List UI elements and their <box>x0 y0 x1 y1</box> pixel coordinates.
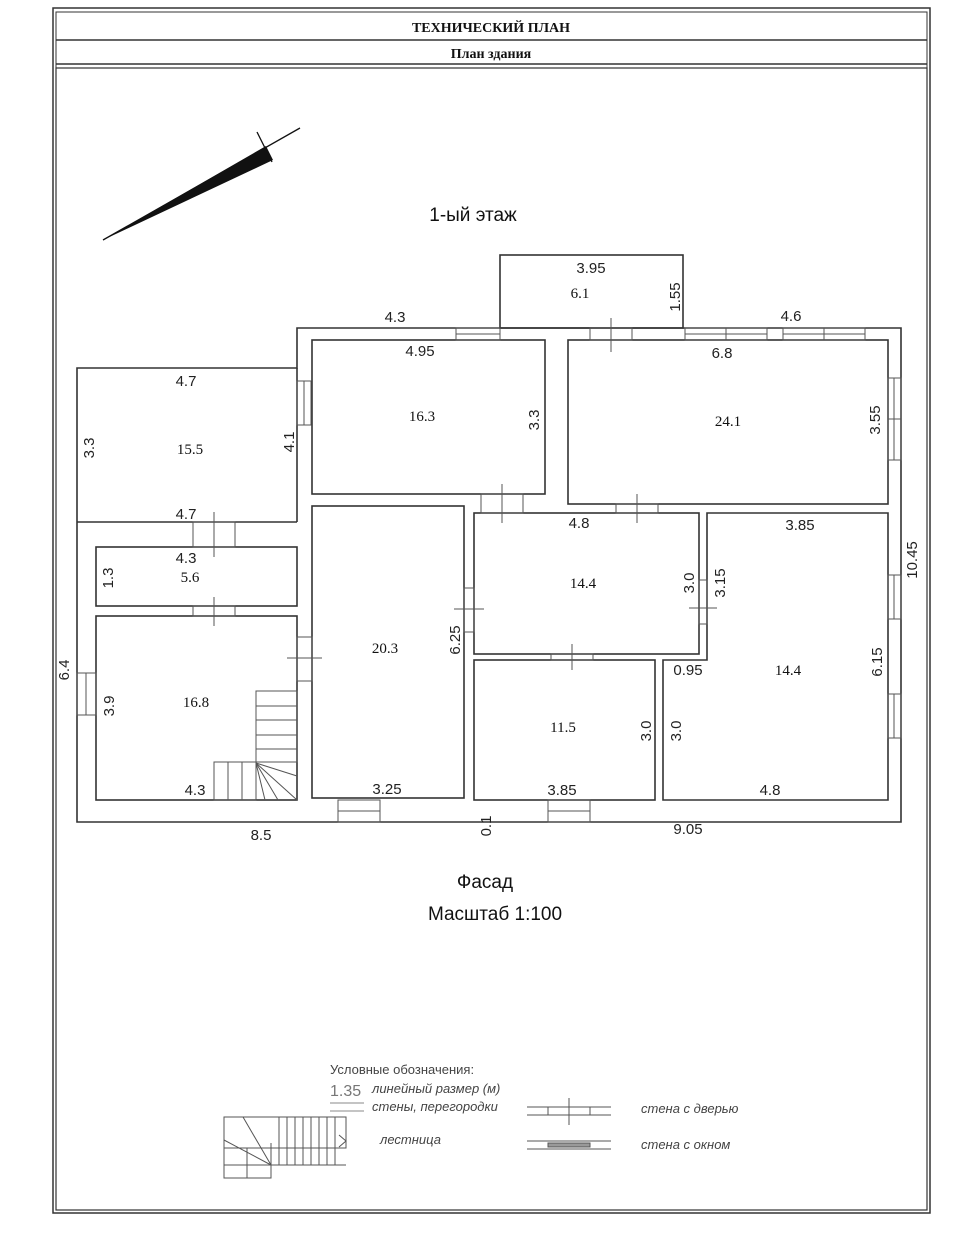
facade-label: Фасад <box>457 872 513 893</box>
legend-wall-window: стена с окном <box>641 1137 730 1152</box>
dimension: 3.0 <box>681 573 698 594</box>
dimension: 3.9 <box>101 696 118 717</box>
dimension: 3.15 <box>712 568 729 597</box>
room-area: 14.4 <box>775 663 802 679</box>
legend-linear-size: линейный размер (м) <box>371 1081 500 1096</box>
dimension: 4.3 <box>385 309 406 326</box>
dimension: 3.85 <box>547 782 576 799</box>
floor-label: 1-ый этаж <box>429 205 517 226</box>
drawing-frame <box>55 67 928 1211</box>
dimension: 6.4 <box>56 660 73 681</box>
room-area: 24.1 <box>715 414 741 430</box>
dimension-labels: 3.95 1.55 4.3 4.6 4.95 6.8 4.7 3.3 3.55 … <box>56 260 921 844</box>
north-arrow-icon <box>102 127 301 241</box>
document-subtitle: План здания <box>451 47 532 62</box>
dimension: 6.8 <box>712 345 733 362</box>
window-icon <box>76 327 902 823</box>
door-icon <box>192 318 717 682</box>
room-area: 16.3 <box>409 409 435 425</box>
room-area: 5.6 <box>181 570 200 586</box>
legend-stairs: лестница <box>379 1132 441 1147</box>
legend-title: Условные обозначения: <box>330 1062 474 1077</box>
dimension: 3.85 <box>785 517 814 534</box>
room-area: 11.5 <box>550 720 576 736</box>
dimension: 3.25 <box>372 781 401 798</box>
dimension: 4.6 <box>781 308 802 325</box>
dimension: 3.3 <box>81 438 98 459</box>
outer-frame <box>52 7 931 1214</box>
dimension: 4.8 <box>760 782 781 799</box>
legend-walls: стены, перегородки <box>372 1099 498 1114</box>
dimension: 1.3 <box>100 568 117 589</box>
room-area: 6.1 <box>571 286 590 302</box>
legend: Условные обозначения: 1.35 линейный разм… <box>223 1062 739 1179</box>
wall-door-legend-icon <box>527 1098 611 1125</box>
dimension: 4.7 <box>176 373 197 390</box>
dimension: 4.95 <box>405 343 434 360</box>
dimension: 0.95 <box>673 662 702 679</box>
staircase-icon <box>213 690 298 801</box>
dimension: 1.55 <box>667 282 684 311</box>
legend-wall-door: стена с дверью <box>641 1101 739 1116</box>
room-area: 14.4 <box>570 576 597 592</box>
room-area: 15.5 <box>177 442 203 458</box>
exterior-wall <box>76 327 902 823</box>
room-area: 16.8 <box>183 695 209 711</box>
floor-plan <box>76 254 902 823</box>
dimension: 0.1 <box>478 816 495 837</box>
dimension: 3.3 <box>526 410 543 431</box>
dimension: 3.95 <box>576 260 605 277</box>
stairs-legend-icon <box>223 1116 347 1179</box>
room-area: 20.3 <box>372 641 398 657</box>
dimension: 3.0 <box>668 721 685 742</box>
dimension: 4.3 <box>176 550 197 567</box>
dimension: 4.7 <box>176 506 197 523</box>
dimension: 9.05 <box>673 821 702 838</box>
dimension: 4.1 <box>281 432 298 453</box>
dimension: 10.45 <box>904 541 921 579</box>
dimension: 3.0 <box>638 721 655 742</box>
room-16-3 <box>311 339 546 495</box>
dimension: 3.55 <box>867 405 884 434</box>
scale-label: Масштаб 1:100 <box>428 904 562 925</box>
document-title: ТЕХНИЧЕСКИЙ ПЛАН <box>412 19 570 36</box>
dimension: 6.15 <box>869 647 886 676</box>
dimension: 6.25 <box>447 625 464 654</box>
dimension: 4.3 <box>185 782 206 799</box>
dimension: 8.5 <box>251 827 272 844</box>
wall-window-legend-icon <box>527 1140 611 1150</box>
room-14-4-b <box>662 512 889 801</box>
dimension: 4.8 <box>569 515 590 532</box>
legend-sample-dimension: 1.35 <box>330 1083 361 1100</box>
